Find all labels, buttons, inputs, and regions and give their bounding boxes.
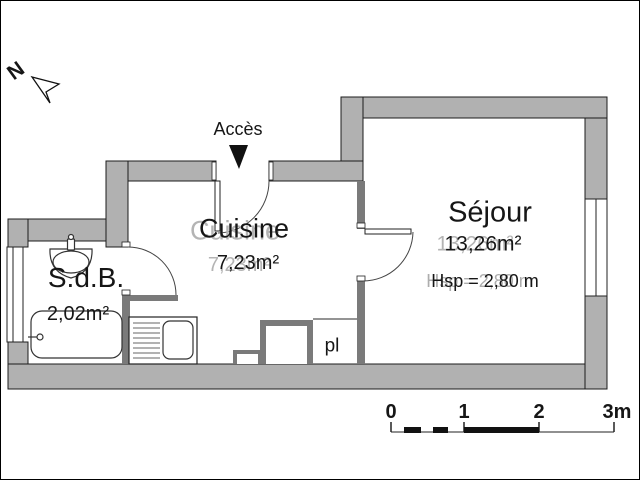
windows <box>6 198 608 343</box>
scale-label-3m: 3m <box>602 401 632 423</box>
wall-sdb-cuisine-stub <box>122 295 130 364</box>
room-name-sdb: S.d.B. <box>47 262 125 293</box>
room-area-sejour: 13,26m² <box>444 232 522 256</box>
access-arrow-icon <box>229 145 248 169</box>
jamb <box>356 275 366 282</box>
washbasin-tap <box>66 238 76 251</box>
scale-label-2: 2 <box>533 401 545 423</box>
jamb <box>211 161 217 181</box>
doors <box>127 180 414 296</box>
scale-label-1: 1 <box>458 401 470 423</box>
sejour-door-swing <box>362 231 414 282</box>
wall-cuisine-left <box>105 160 129 248</box>
room-area-cuisine: 7,23m² <box>216 252 280 274</box>
wall-cuisine-sejour-lower <box>357 281 365 364</box>
room-name-sejour: Séjour <box>448 196 532 229</box>
sdb-door-swing <box>127 246 177 296</box>
kitchen-sink <box>162 320 194 360</box>
scale-segment <box>464 427 539 433</box>
entrance-door-swing <box>217 180 270 234</box>
scale-bar <box>390 422 615 433</box>
bathtub-tap <box>36 333 44 341</box>
sejour-door-leaf <box>364 228 412 235</box>
wall-left-upper <box>7 218 29 248</box>
bathtub <box>30 310 123 359</box>
wall-entrance-right <box>268 160 364 182</box>
wall-bottom <box>7 363 608 390</box>
room-ceiling-sejour: Hsp = 2,80 m <box>431 271 539 291</box>
washbasin-tap-knob <box>67 233 75 241</box>
entrance-door-leaf <box>214 180 221 232</box>
door-jambs <box>121 161 366 296</box>
jamb <box>356 222 366 229</box>
wall-sejour-top <box>340 96 608 119</box>
room-name-placard: pl <box>324 335 340 357</box>
duct-small-inner <box>237 354 258 364</box>
duct-large-inner <box>266 326 307 364</box>
interior-walls <box>122 181 365 364</box>
jamb <box>268 161 274 181</box>
jamb <box>121 241 131 248</box>
drainer-stripes <box>133 322 160 359</box>
wall-sdb-stub-cap <box>122 295 178 301</box>
room-name-cuisine: Cuisine <box>198 213 290 244</box>
jamb <box>121 289 131 296</box>
washbasin-bowl <box>52 250 90 274</box>
scale-label-0: 0 <box>385 401 397 423</box>
scale-segment <box>404 427 421 433</box>
room-area-sdb: 2,02m² <box>46 303 110 325</box>
access-label: Accès <box>213 119 263 139</box>
north-arrow-icon <box>30 75 61 104</box>
fixtures <box>28 233 198 365</box>
scale-segment <box>433 427 448 433</box>
window-left <box>6 246 24 343</box>
wall-cuisine-sejour-upper <box>357 181 365 229</box>
